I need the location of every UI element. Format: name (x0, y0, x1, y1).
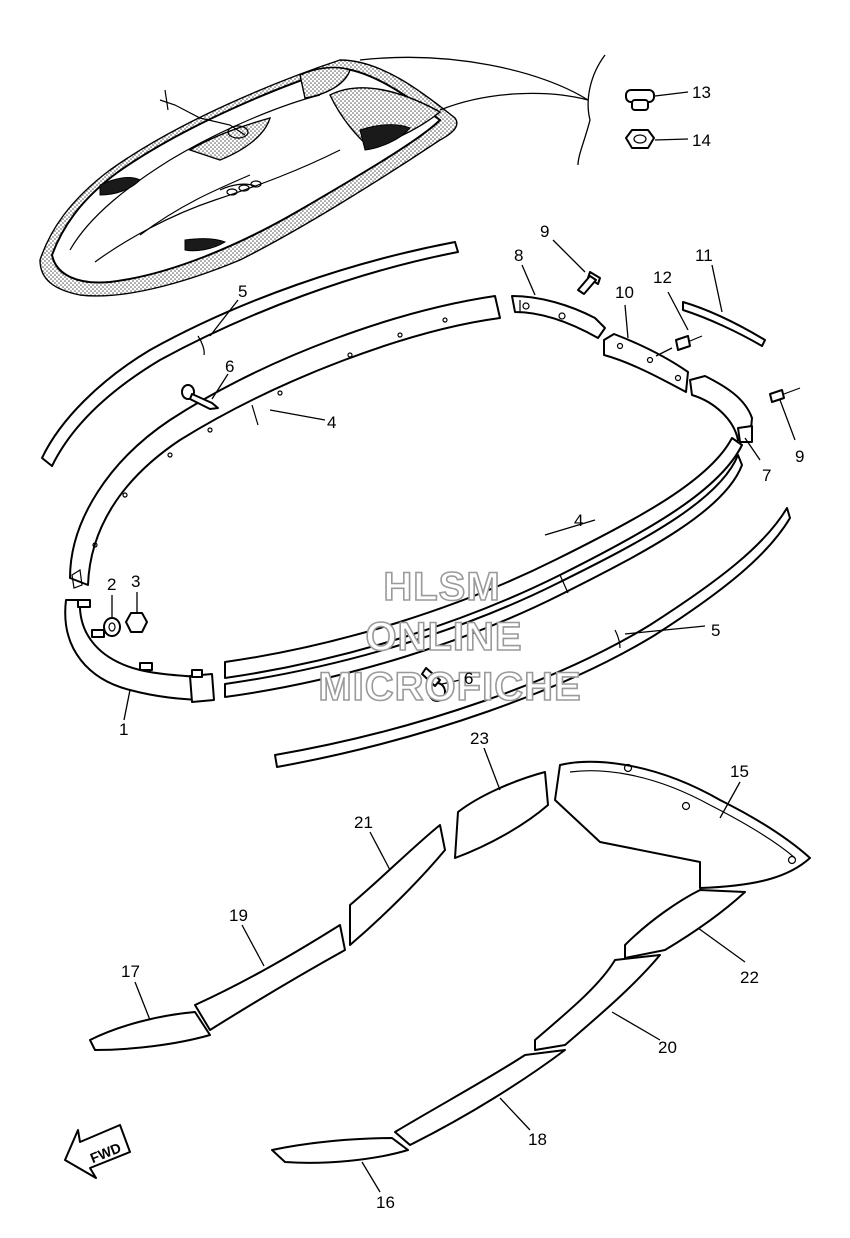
callout-9-right: 9 (795, 447, 804, 466)
callout-6-lower: 6 (464, 669, 473, 688)
callout-2: 2 (107, 575, 116, 594)
callout-9-upper: 9 (540, 222, 549, 241)
callout-23: 23 (470, 729, 489, 748)
callout-5-lower: 5 (711, 621, 720, 640)
callout-17: 17 (121, 962, 140, 981)
part-17-mat (89, 981, 211, 1051)
callout-22: 22 (740, 968, 759, 987)
watermark-line-2: ONLINE (365, 615, 522, 659)
callout-19: 19 (229, 906, 248, 925)
part-9-rivet-right (769, 387, 801, 441)
part-9-rivet-upper (552, 239, 601, 295)
watercraft-illustration (39, 59, 458, 297)
part-10-bracket (603, 304, 689, 393)
fwd-arrow-icon: FWD (64, 1124, 131, 1179)
callout-20: 20 (658, 1038, 677, 1057)
callout-5-upper: 5 (238, 282, 247, 301)
watermark-line-1: HLSM (383, 565, 500, 609)
callout-10: 10 (615, 283, 634, 302)
studs (77, 599, 203, 678)
callout-3: 3 (131, 572, 140, 591)
callout-14: 14 (692, 131, 711, 150)
callout-numbers: 1 2 3 4 4 5 5 6 6 7 8 9 9 10 11 12 13 14… (107, 83, 804, 1212)
callout-16: 16 (376, 1193, 395, 1212)
callout-12: 12 (653, 268, 672, 287)
part-14-nut (625, 129, 689, 149)
part-6-screw-lower (421, 667, 461, 702)
callout-4-upper: 4 (327, 413, 336, 432)
part-3-nut (125, 592, 148, 633)
part-18-mat (394, 1049, 566, 1146)
part-8-corner-piece (511, 264, 606, 339)
callout-6-upper: 6 (225, 357, 234, 376)
part-20-mat (534, 954, 661, 1051)
part-13-bolt (625, 89, 689, 111)
callout-1: 1 (119, 720, 128, 739)
part-16-mat (271, 1137, 409, 1193)
callout-8: 8 (514, 246, 523, 265)
callout-11: 11 (695, 246, 713, 265)
part-5-lower-strip (274, 507, 791, 768)
callout-7: 7 (762, 466, 771, 485)
callout-4-lower: 4 (574, 511, 583, 530)
part-12-rivet (655, 291, 703, 357)
callout-15: 15 (730, 762, 749, 781)
part-21-mat (349, 824, 446, 946)
part-5-upper-strip (41, 241, 459, 467)
callout-21: 21 (354, 813, 373, 832)
watermark: HLSM ONLINE MICROFICHE (318, 564, 582, 710)
part-23-mat (454, 747, 549, 859)
part-7-corner-piece (689, 375, 761, 461)
part-19-mat (194, 924, 346, 1031)
part-2-washer (103, 595, 121, 637)
part-4-rub-rail-loop (64, 295, 743, 721)
callout-18: 18 (528, 1130, 547, 1149)
part-6-screw-upper (181, 373, 229, 410)
part-15-rear-mat (554, 760, 811, 889)
part-11-strip (682, 264, 766, 347)
part-22-mat (624, 889, 746, 963)
watermark-line-3: MICROFICHE (318, 665, 581, 709)
callout-13: 13 (692, 83, 711, 102)
